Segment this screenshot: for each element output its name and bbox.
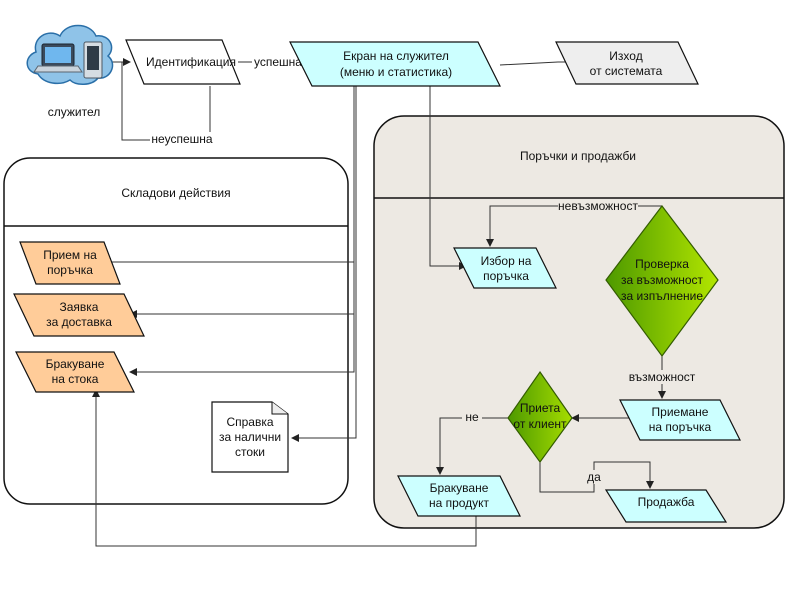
node-sale[interactable]: Продажба (604, 489, 728, 523)
node-employee-screen-line2: (меню и статистика) (340, 65, 452, 79)
node-receive-order-line1: Прием на (43, 248, 97, 262)
node-check-line1: Проверка (635, 257, 689, 271)
node-scrap-goods[interactable]: Бракуване на стока (15, 351, 135, 393)
actor-workstation: служител (26, 24, 114, 119)
node-stock-report-line3: стоки (235, 445, 265, 459)
node-scrap-goods-line2: на стока (52, 372, 99, 386)
node-scrap-product[interactable]: Бракуване на продукт (397, 475, 521, 517)
node-scrap-goods-line1: Бракуване (46, 357, 105, 371)
node-check-line3: за изпълнение (621, 289, 703, 303)
node-select-order-line2: поръчка (483, 269, 529, 283)
node-employee-screen[interactable]: Екран на служител (меню и статистика) (289, 41, 501, 87)
node-receive-order-line2: поръчка (47, 263, 93, 277)
node-identification[interactable]: Идентификация (125, 39, 241, 85)
edge-stock-report (291, 86, 357, 442)
edge-no (436, 417, 508, 475)
node-exit[interactable]: Изход от системата (555, 41, 699, 85)
edge-select-order (429, 86, 467, 270)
node-select-order[interactable]: Избор на поръчка (453, 247, 557, 289)
node-check-line2: за възможност (621, 273, 704, 287)
node-accept-order-line2: на поръчка (649, 420, 712, 434)
node-employee-screen-line1: Екран на служител (343, 49, 449, 63)
node-exit-line1: Изход (609, 49, 642, 63)
orders-title: Поръчки и продажби (520, 149, 636, 163)
edge-label-possible: възможност (629, 370, 696, 384)
node-select-order-line1: Избор на (481, 254, 532, 268)
node-scrap-product-line1: Бракуване (430, 481, 489, 495)
actor-label: служител (48, 105, 101, 119)
node-stock-report-line2: за налични (219, 430, 281, 444)
edge-scrap-return (92, 389, 477, 547)
node-accepted-line2: от клиент (513, 417, 567, 431)
node-stock-report[interactable]: Справка за налични стоки (211, 401, 289, 473)
edge-label-impossible: невъзможност (558, 199, 638, 213)
node-accept-order-line1: Приемане (652, 405, 709, 419)
node-accepted-line1: Приета (520, 401, 561, 415)
edge-label-success: успешна (254, 55, 302, 69)
edge-label-fail: неуспешна (151, 132, 212, 146)
node-exit-line2: от системата (590, 64, 663, 78)
warehouse-title: Складови действия (121, 186, 230, 200)
node-receive-order[interactable]: Прием на поръчка (19, 241, 121, 285)
node-stock-report-line1: Справка (226, 415, 273, 429)
edge-scrap-goods (129, 86, 355, 376)
node-identification-text: Идентификация (146, 55, 236, 69)
edge-label-yes: да (587, 470, 601, 484)
node-accept-order[interactable]: Приемане на поръчка (619, 399, 741, 441)
node-sale-text: Продажба (638, 495, 695, 509)
node-delivery-request-line1: Заявка (60, 300, 99, 314)
edge-label-no: не (465, 410, 479, 424)
node-check-feasibility[interactable]: Проверка за възможност за изпълнение (605, 205, 719, 358)
node-delivery-request[interactable]: Заявка за доставка (13, 293, 145, 337)
workstation-cloud-icon (26, 24, 114, 85)
edge-labels: успешна неуспешна невъзможност възможнос… (150, 55, 698, 484)
node-scrap-product-line2: на продукт (429, 496, 490, 510)
orders-container: Поръчки и продажби (373, 115, 785, 529)
node-delivery-request-line2: за доставка (46, 315, 112, 329)
node-accepted-by-client[interactable]: Приета от клиент (507, 370, 573, 464)
